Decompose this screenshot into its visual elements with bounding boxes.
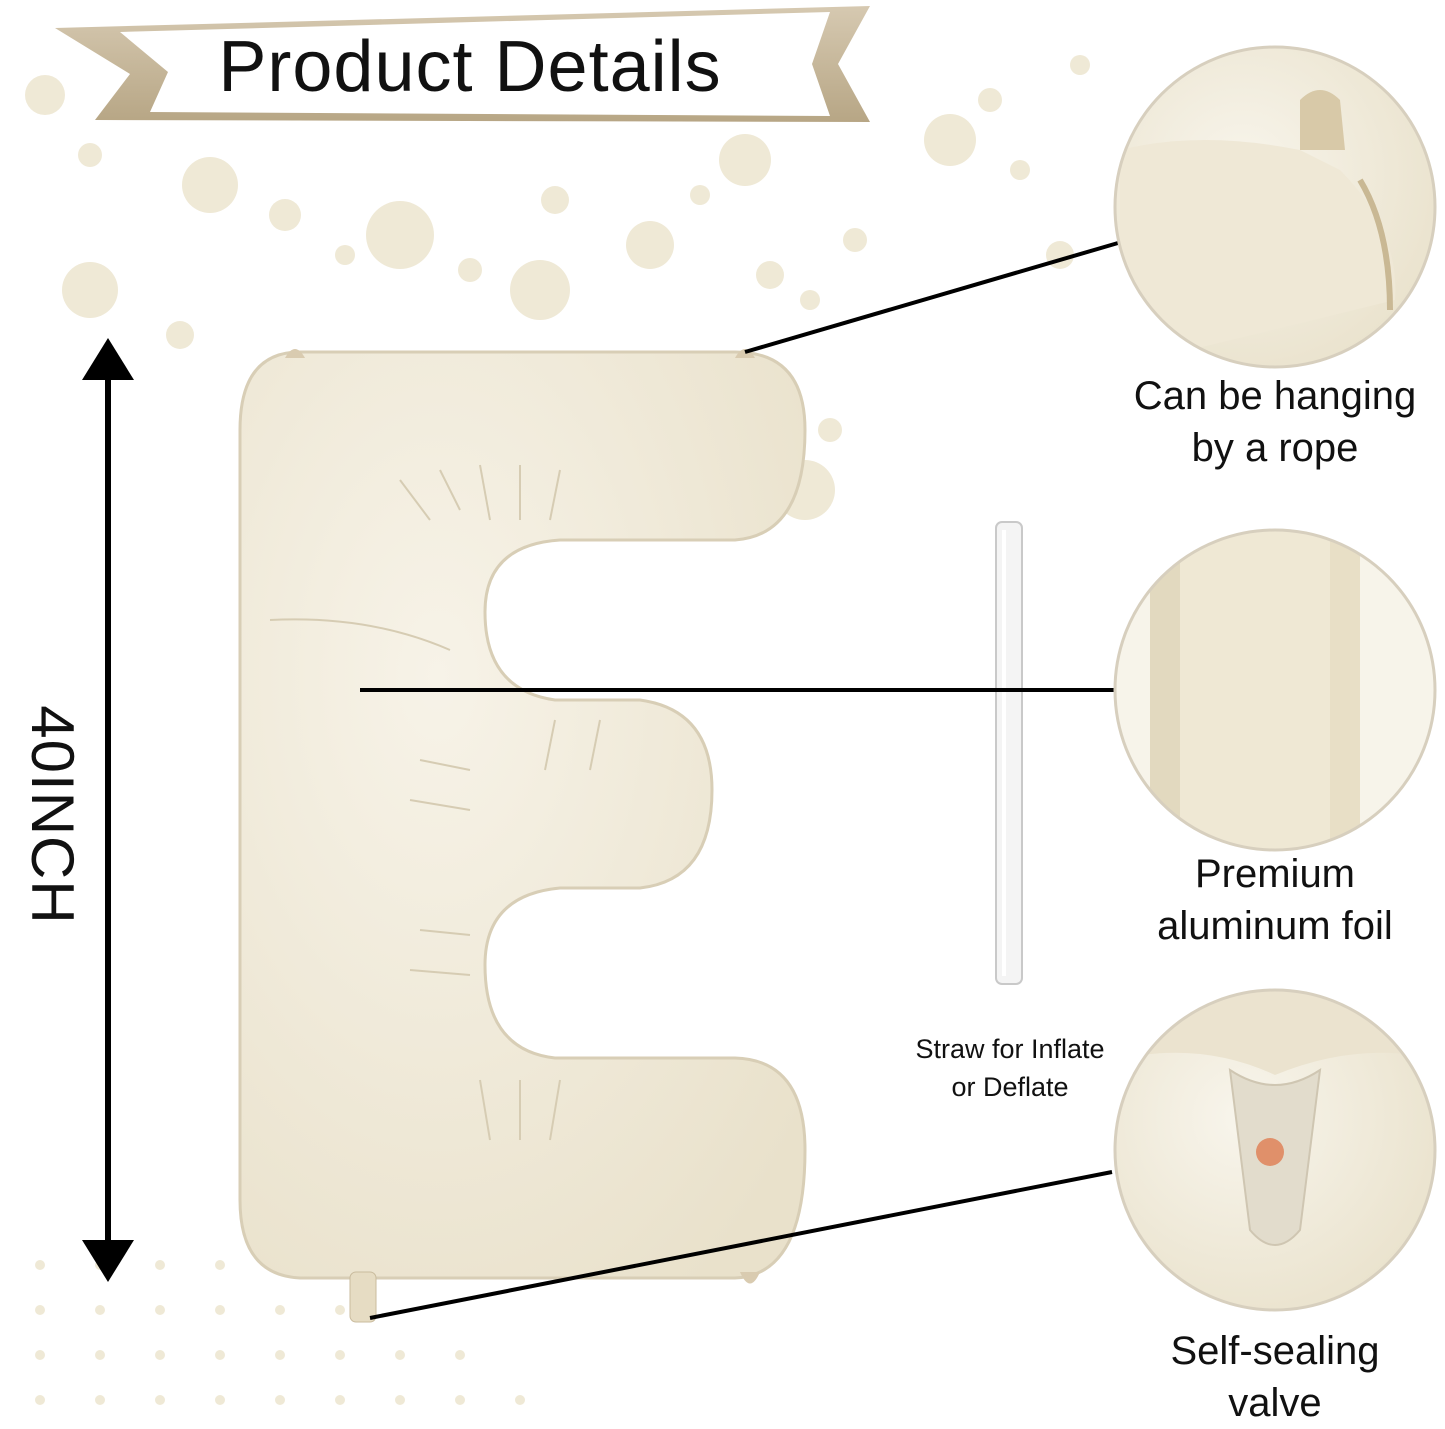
caption-line: Straw for Inflate: [915, 1034, 1105, 1064]
letter-e-balloon: [238, 349, 807, 1323]
ribbon-banner: [55, 6, 870, 122]
caption-line: valve: [1228, 1381, 1322, 1425]
caption-line: Premium: [1194, 852, 1356, 896]
caption-line: aluminum foil: [1157, 904, 1393, 948]
caption-line: Can be hanging: [1133, 374, 1417, 418]
page-title: Product Details: [218, 27, 722, 107]
detail-circle-valve: [1113, 988, 1437, 1312]
straw-image: [995, 521, 1023, 985]
caption-line: by a rope: [1191, 426, 1359, 470]
detail-circle-foil: [1113, 528, 1437, 852]
height-arrow: [82, 338, 134, 1282]
detail-circle-hanging-tab: [1113, 45, 1437, 369]
callout-caption-foil: Premium aluminum foil: [1110, 848, 1440, 952]
caption-line: Self-sealing: [1170, 1329, 1380, 1373]
caption-line: or Deflate: [951, 1072, 1069, 1102]
callout-lines: [360, 241, 1119, 1320]
callout-caption-valve: Self-sealing valve: [1110, 1325, 1440, 1429]
callout-caption-hanging: Can be hanging by a rope: [1105, 370, 1445, 474]
straw-caption: Straw for Inflate or Deflate: [880, 1030, 1140, 1106]
size-label-text: 40INCH: [19, 705, 87, 925]
